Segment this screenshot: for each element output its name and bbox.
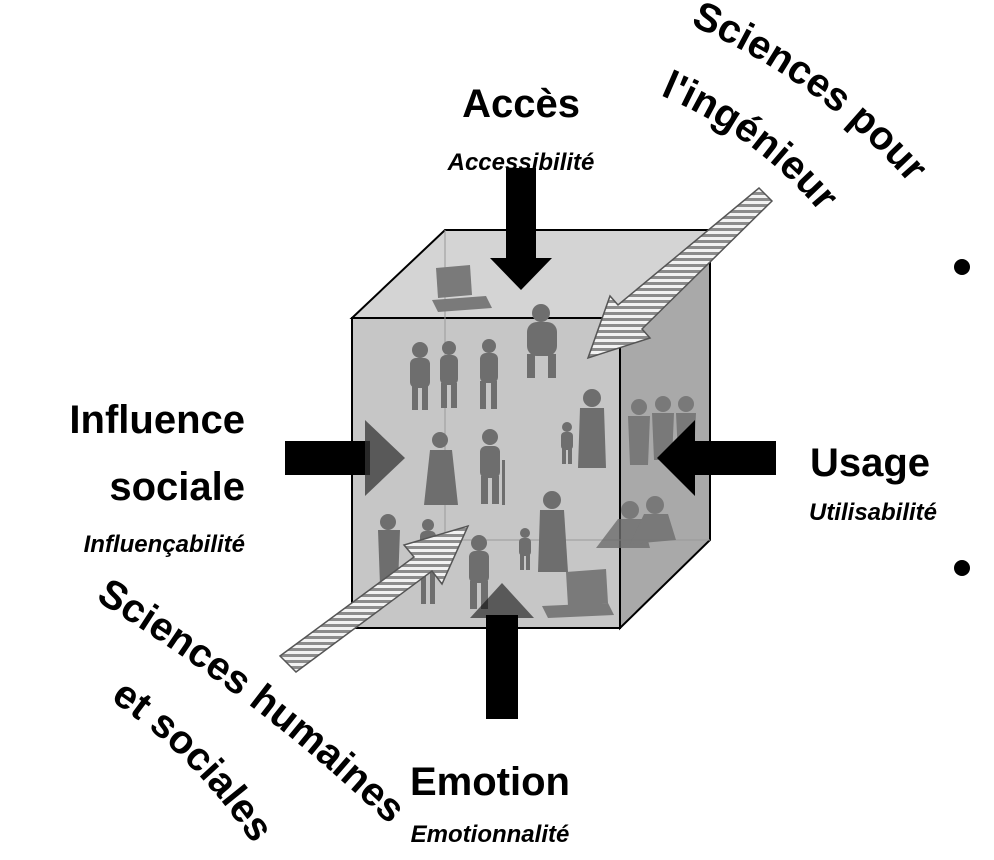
person-silhouette-icon xyxy=(440,341,458,408)
person-silhouette-icon xyxy=(410,342,430,410)
people-silhouettes xyxy=(378,265,696,618)
arrow-down-acces xyxy=(490,168,552,290)
arrow-right-influence xyxy=(285,420,405,496)
person-silhouette-icon xyxy=(527,304,557,378)
arrow-humanities xyxy=(278,524,470,673)
laptop-icon xyxy=(542,569,614,618)
bullet-icon xyxy=(954,560,970,576)
person-silhouette-icon xyxy=(538,491,568,572)
laptop-icon xyxy=(432,265,492,312)
person-silhouette-icon xyxy=(519,528,531,570)
usage-title: Usage xyxy=(810,441,930,485)
acces-title: Accès xyxy=(462,82,580,126)
influence-title-line2: sociale xyxy=(109,465,245,509)
arrow-up-emotion xyxy=(470,583,534,719)
person-silhouette-icon xyxy=(561,422,573,464)
person-silhouette-icon xyxy=(424,432,458,505)
arrow-engineering xyxy=(586,186,774,360)
influence-subtitle: Influençabilité xyxy=(84,531,245,558)
influence-title-line1: Influence xyxy=(69,398,245,442)
bullet-icon xyxy=(954,259,970,275)
arrow-left-usage xyxy=(657,420,776,496)
person-silhouette-icon xyxy=(578,389,606,468)
person-silhouette-icon xyxy=(480,429,505,505)
emotion-subtitle: Emotionnalité xyxy=(411,821,570,848)
emotion-title: Emotion xyxy=(410,760,570,804)
usage-subtitle: Utilisabilité xyxy=(809,499,937,526)
person-silhouette-icon xyxy=(469,535,489,609)
person-silhouette-icon xyxy=(480,339,498,409)
acces-subtitle: Accessibilité xyxy=(447,149,595,176)
